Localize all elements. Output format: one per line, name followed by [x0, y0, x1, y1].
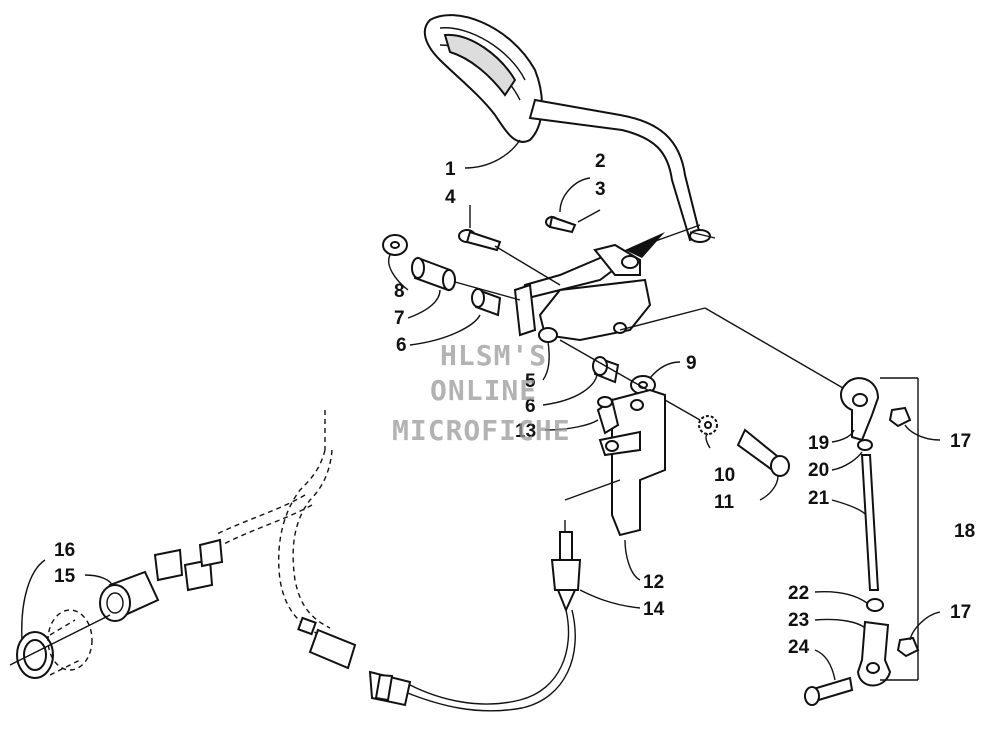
- callout-18: 18: [954, 521, 975, 542]
- callout-19: 19: [808, 433, 829, 454]
- callout-17-lower: 17: [950, 602, 971, 623]
- mount-bracket-12: [598, 388, 666, 537]
- ignition-switch-15: [99, 570, 160, 622]
- watermark: HLSM'S ONLINE MICROFICHE: [392, 339, 571, 447]
- tie-rod-assembly-18: [619, 307, 920, 706]
- callout-4: 4: [445, 187, 456, 208]
- callout-14: 14: [643, 599, 665, 620]
- callout-21: 21: [808, 488, 830, 509]
- spacer-6-upper: [471, 288, 502, 317]
- leader-lines: [21, 139, 941, 681]
- shift-bracket: [513, 243, 652, 343]
- callout-6-lower: 6: [525, 396, 536, 417]
- bushing-7: [411, 256, 456, 292]
- direction-arrow-icon: [625, 232, 665, 258]
- callout-15: 15: [54, 566, 76, 587]
- callout-3: 3: [595, 179, 606, 200]
- callout-20: 20: [808, 460, 829, 481]
- callout-6-upper: 6: [396, 335, 407, 356]
- washer-8: [382, 234, 408, 256]
- bolt-4: [458, 229, 502, 252]
- callout-8: 8: [394, 281, 405, 302]
- wiring-harness: [153, 410, 357, 670]
- callout-7: 7: [394, 308, 405, 329]
- callout-2: 2: [595, 151, 606, 172]
- callout-12: 12: [643, 572, 664, 593]
- switch-13: [596, 396, 620, 435]
- callout-11: 11: [714, 492, 735, 513]
- callout-1: 1: [445, 159, 456, 180]
- callout-9: 9: [686, 353, 697, 374]
- sensor-14: [368, 520, 582, 712]
- nut-16: [16, 609, 93, 679]
- lock-washer-10: [698, 415, 718, 435]
- callout-5: 5: [525, 371, 536, 392]
- callout-16: 16: [54, 540, 75, 561]
- watermark-line-3: MICROFICHE: [392, 414, 571, 447]
- callout-22: 22: [788, 583, 809, 604]
- shift-lever-handle: [423, 14, 716, 243]
- callout-23: 23: [788, 610, 809, 631]
- watermark-line-2: ONLINE: [430, 374, 537, 407]
- watermark-line-1: HLSM'S: [440, 339, 547, 372]
- pin-2: [545, 209, 601, 234]
- callout-13: 13: [515, 421, 536, 442]
- pin-11: [736, 428, 790, 477]
- callout-17-upper: 17: [950, 431, 971, 452]
- callout-24: 24: [788, 637, 810, 658]
- callout-10: 10: [714, 465, 735, 486]
